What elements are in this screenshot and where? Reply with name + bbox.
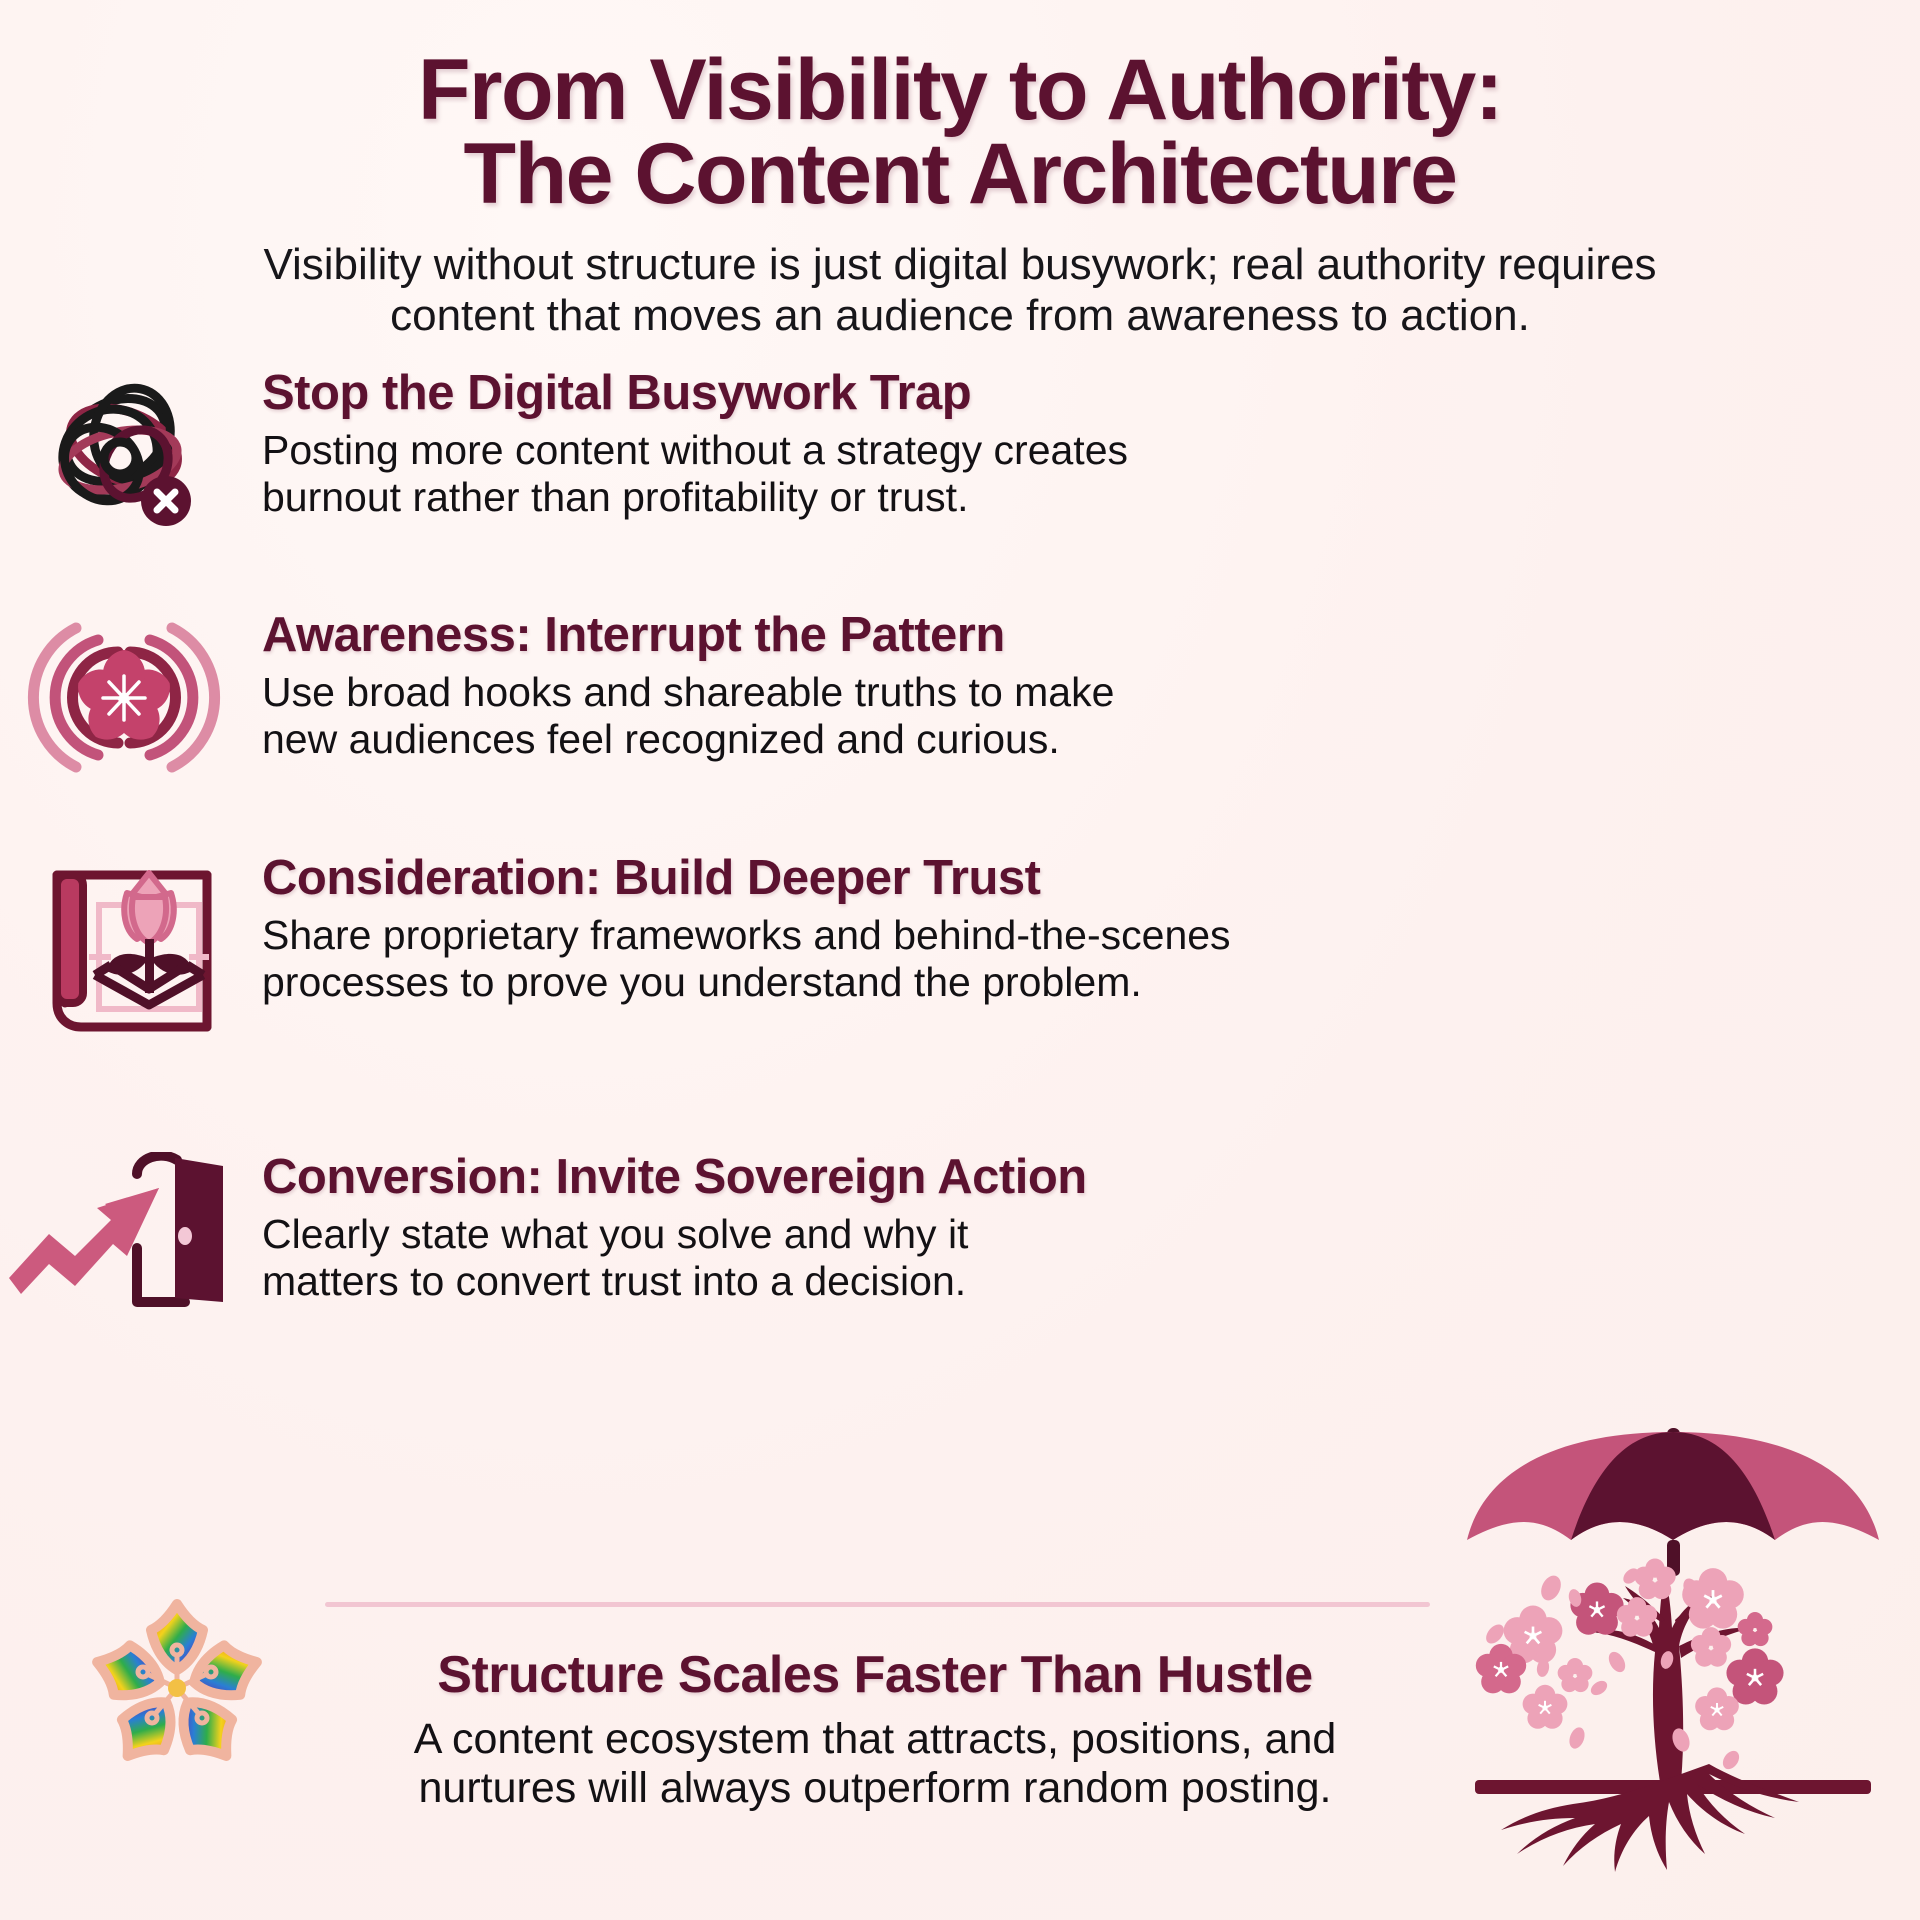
section-divider xyxy=(325,1602,1430,1607)
tangled-scribble-x-icon xyxy=(8,368,240,548)
item-list: Stop the Digital Busywork Trap Posting m… xyxy=(0,366,1920,1327)
list-item-body-line-2: processes to prove you understand the pr… xyxy=(262,958,1142,1005)
list-item-body-line-1: Clearly state what you solve and why it xyxy=(262,1210,969,1257)
page-subtitle-line-1: Visibility without structure is just dig… xyxy=(263,239,1486,289)
footer-title: Structure Scales Faster Than Hustle xyxy=(437,1646,1313,1704)
list-item-text: Stop the Digital Busywork Trap Posting m… xyxy=(240,366,1128,520)
blueprint-scroll-tulip-icon xyxy=(8,853,240,1048)
list-item-body: Use broad hooks and shareable truths to … xyxy=(262,669,1114,762)
page-title: From Visibility to Authority: The Conten… xyxy=(90,47,1830,223)
list-item-body: Clearly state what you solve and why it … xyxy=(262,1211,1087,1304)
header: From Visibility to Authority: The Conten… xyxy=(0,0,1920,342)
list-item-title: Consideration: Build Deeper Trust xyxy=(262,851,1041,906)
list-item-body-line-1: Use broad hooks and shareable truths to … xyxy=(262,668,1115,715)
list-item-body-line-2: new audiences feel recognized and curiou… xyxy=(262,715,1060,762)
list-item-body-line-2: matters to convert trust into a decision… xyxy=(262,1257,967,1304)
list-item: Conversion: Invite Sovereign Action Clea… xyxy=(0,1150,1920,1327)
cherry-blossom-signal-waves-icon xyxy=(8,610,240,785)
list-item-body-line-1: Share proprietary frameworks and behind-… xyxy=(262,911,1231,958)
list-item-body: Posting more content without a strategy … xyxy=(262,427,1128,520)
page-title-line-2: The Content Architecture xyxy=(463,126,1458,223)
list-item-body-line-2: burnout rather than profitability or tru… xyxy=(262,473,969,520)
list-item: Consideration: Build Deeper Trust Share … xyxy=(0,851,1920,1048)
list-item-text: Consideration: Build Deeper Trust Share … xyxy=(240,851,1231,1005)
rainbow-glitter-cherry-blossom-icon xyxy=(72,1588,282,1793)
list-item-title: Conversion: Invite Sovereign Action xyxy=(262,1150,1087,1205)
page-subtitle-line-2: requires content that moves an audience … xyxy=(390,239,1657,341)
list-item-title: Awareness: Interrupt the Pattern xyxy=(262,608,1005,663)
footer-body: A content ecosystem that attracts, posit… xyxy=(300,1715,1450,1814)
list-item-text: Conversion: Invite Sovereign Action Clea… xyxy=(240,1150,1087,1304)
footer-body-line-1: A content ecosystem that attracts, posit… xyxy=(413,1715,1337,1763)
footer-body-line-2: nurtures will always outperform random p… xyxy=(418,1764,1332,1813)
growth-arrow-open-door-icon xyxy=(8,1152,240,1327)
list-item: Stop the Digital Busywork Trap Posting m… xyxy=(0,366,1920,548)
cherry-blossom-tree-umbrella-roots-icon xyxy=(1455,1420,1895,1895)
list-item-body-line-1: Posting more content without a strategy … xyxy=(262,426,1129,473)
list-item: Awareness: Interrupt the Pattern Use bro… xyxy=(0,608,1920,785)
footer-summary: Structure Scales Faster Than Hustle A co… xyxy=(300,1645,1450,1814)
list-item-text: Awareness: Interrupt the Pattern Use bro… xyxy=(240,608,1114,762)
page-subtitle: Visibility without structure is just dig… xyxy=(205,239,1715,343)
list-item-body: Share proprietary frameworks and behind-… xyxy=(262,912,1231,1005)
page-title-line-1: From Visibility to Authority: xyxy=(417,42,1504,138)
list-item-title: Stop the Digital Busywork Trap xyxy=(262,366,972,421)
